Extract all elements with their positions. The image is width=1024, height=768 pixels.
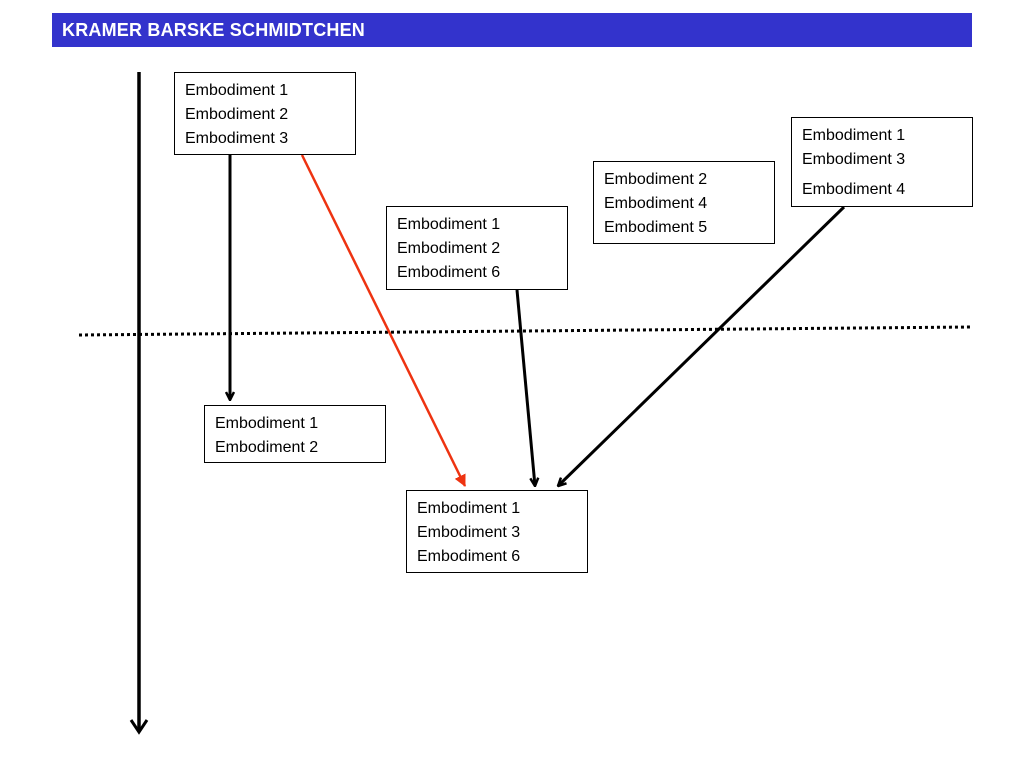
box-item: Embodiment 1 bbox=[215, 415, 319, 432]
page-title: KRAMER BARSKE SCHMIDTCHEN bbox=[52, 13, 972, 47]
box-item: Embodiment 1 bbox=[417, 500, 521, 517]
box-item: Embodiment 4 bbox=[604, 195, 708, 212]
embodiment-box: Embodiment 1 Embodiment 2 Embodiment 3 bbox=[174, 72, 356, 155]
connector-arrow-b-to-f bbox=[515, 289, 535, 486]
embodiment-box: Embodiment 2 Embodiment 4 Embodiment 5 bbox=[593, 161, 775, 244]
box-item: Embodiment 6 bbox=[397, 264, 501, 281]
box-item: Embodiment 2 bbox=[397, 240, 501, 257]
embodiment-box: Embodiment 1 Embodiment 2 Embodiment 6 bbox=[386, 206, 568, 290]
connector-arrow-d-to-f bbox=[558, 205, 846, 486]
embodiment-box: Embodiment 1 Embodiment 3 Embodiment 4 bbox=[791, 117, 973, 207]
box-item: Embodiment 1 bbox=[802, 127, 906, 144]
divider-dotted-line bbox=[78, 325, 972, 337]
connector-arrow-a-to-f bbox=[300, 154, 467, 487]
box-item: Embodiment 1 bbox=[397, 216, 501, 233]
box-item: Embodiment 3 bbox=[417, 524, 521, 541]
box-item: Embodiment 2 bbox=[215, 439, 319, 456]
embodiment-box: Embodiment 1 Embodiment 3 Embodiment 6 bbox=[406, 490, 588, 573]
box-item: Embodiment 3 bbox=[185, 130, 289, 147]
box-item: Embodiment 4 bbox=[802, 181, 906, 198]
box-item: Embodiment 2 bbox=[604, 171, 708, 188]
embodiment-box: Embodiment 1 Embodiment 2 bbox=[204, 405, 386, 463]
box-item: Embodiment 5 bbox=[604, 219, 708, 236]
box-item: Embodiment 6 bbox=[417, 548, 521, 565]
box-item: Embodiment 1 bbox=[185, 82, 289, 99]
box-item: Embodiment 2 bbox=[185, 106, 289, 123]
box-item: Embodiment 3 bbox=[802, 151, 906, 168]
